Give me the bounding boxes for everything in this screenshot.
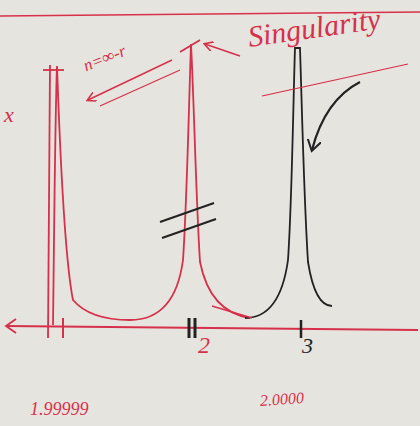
not-equal-sign xyxy=(160,203,216,238)
axis-label: x xyxy=(4,104,14,126)
value-note: 2.0000 xyxy=(259,390,304,409)
value-note: 1.99999 xyxy=(30,400,89,418)
series-note: n=∞-r xyxy=(81,42,129,74)
tick-label: 3 xyxy=(302,335,313,357)
singularity-note: Singularity xyxy=(246,4,382,52)
red-peaks xyxy=(43,40,250,338)
tick-label: 2 xyxy=(198,333,210,357)
black-peak xyxy=(245,48,332,318)
axis xyxy=(6,318,418,338)
arrows xyxy=(88,44,408,318)
